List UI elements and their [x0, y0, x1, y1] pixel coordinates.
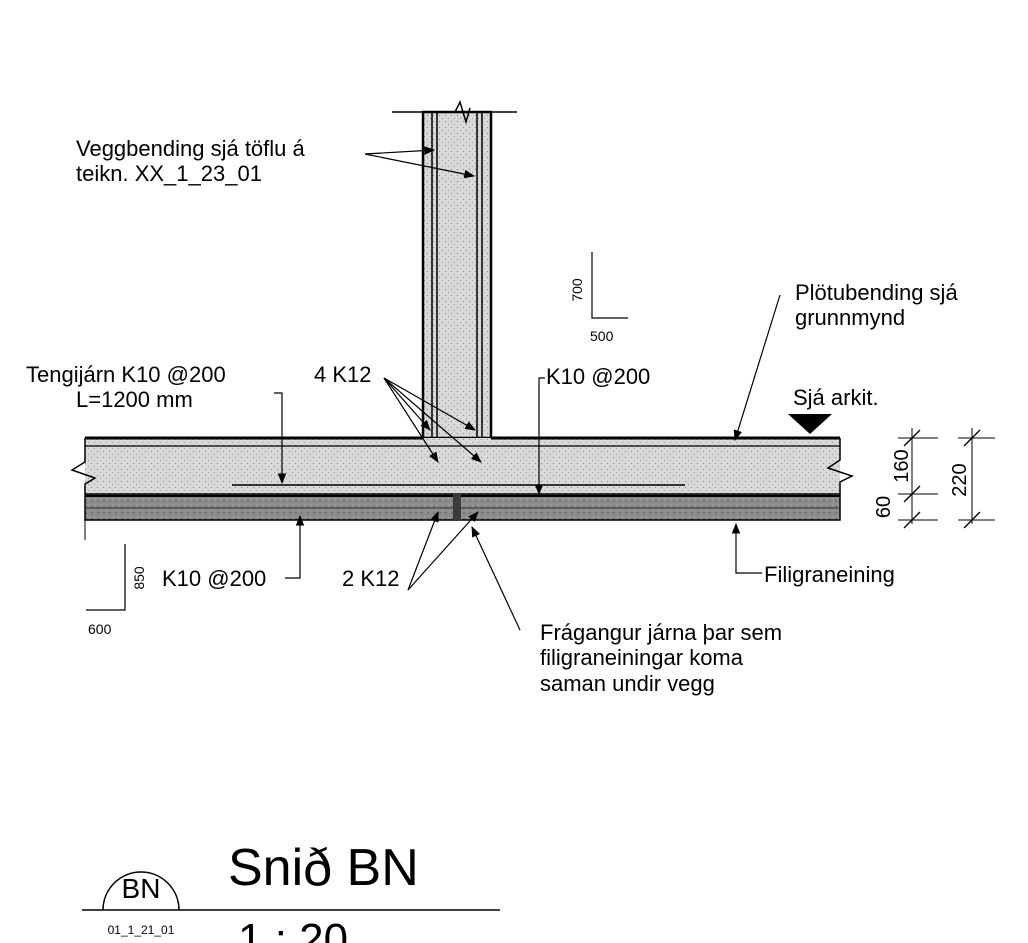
slab-rebar-note: Plötubending sjá grunnmynd [795, 280, 958, 331]
wall-rebar-note-line1: Veggbending sjá töflu á [76, 136, 305, 161]
tie-bars-note-line2: L=1200 mm [76, 387, 193, 413]
wall [392, 99, 517, 513]
drawing-scale: 1 : 20 [238, 915, 348, 943]
title-block [82, 871, 500, 911]
finishing-note-line2: filigraneiningar koma [540, 645, 743, 671]
tie-bars-note: Tengijárn K10 @200 L=1200 mm [26, 362, 226, 413]
label-see-architect: Sjá arkit. [793, 385, 879, 410]
finishing-note: Frágangur járna þar sem filigraneiningar… [540, 620, 782, 696]
wall-concrete [421, 110, 493, 440]
slab-break-left [70, 438, 97, 494]
leader-lines [274, 146, 781, 631]
finishing-note-line3: saman undir vegg [540, 670, 715, 696]
filigree-unit [84, 493, 841, 521]
bend-upper-horizontal: 500 [590, 328, 614, 344]
finishing-note-line1: Frágangur járna þar sem [540, 620, 783, 645]
label-filigree-unit: Filigraneining [764, 562, 895, 587]
slab-break-right [826, 438, 854, 494]
section-tag: BN [122, 873, 161, 904]
bend-upper-vertical: 700 [569, 278, 585, 302]
dimension-lines [898, 428, 995, 529]
bend-lower-vertical: 850 [131, 566, 147, 590]
dimension-160: 160 [891, 449, 913, 482]
level-marker [788, 414, 832, 439]
dimension-220: 220 [949, 463, 971, 496]
label-k10-200-bottom: K10 @200 [162, 566, 267, 591]
label-2-k12: 2 K12 [342, 566, 400, 591]
wall-break-symbol [454, 99, 471, 125]
level-triangle-icon [788, 414, 832, 434]
section-tag-circle [102, 871, 180, 911]
dimension-60: 60 [873, 496, 895, 518]
bend-shape-lower [86, 544, 126, 611]
slab-rebar-note-line2: grunnmynd [795, 305, 906, 331]
wall-rebar-note-line2: teikn. XX_1_23_01 [76, 161, 262, 187]
filigree-joint [453, 494, 461, 520]
label-k10-200-top: K10 @200 [546, 364, 651, 389]
tie-bars-note-line1: Tengijárn K10 @200 [26, 362, 226, 387]
wall-rebar-note: Veggbending sjá töflu á teikn. XX_1_23_0… [76, 136, 305, 187]
label-4-k12: 4 K12 [314, 362, 372, 387]
slab [70, 436, 854, 540]
drawing-title: Snið BN [228, 839, 419, 897]
bend-shape-upper [591, 252, 628, 319]
slab-rebar-note-line1: Plötubending sjá [795, 280, 958, 305]
sheet-ref: 01_1_21_01 [108, 923, 175, 937]
bend-lower-horizontal: 600 [88, 621, 112, 637]
